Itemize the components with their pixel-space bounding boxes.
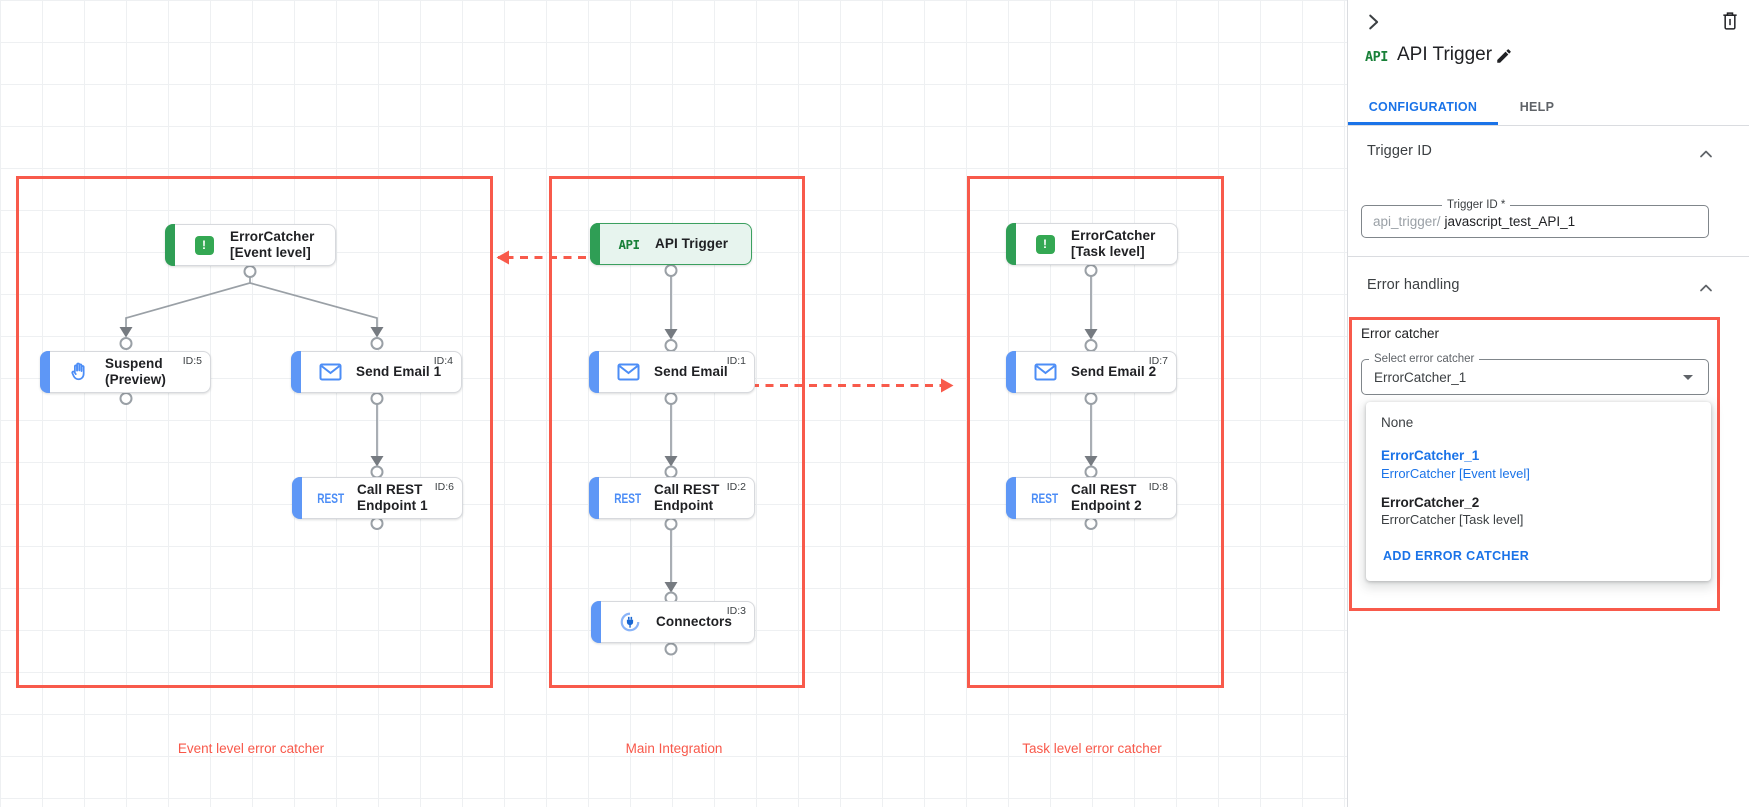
- node-send-email-1[interactable]: Send Email 1 ID:4: [291, 351, 462, 393]
- error-catcher-label: Error catcher: [1361, 326, 1440, 341]
- collapse-trigger-id-icon[interactable]: [1696, 144, 1716, 164]
- node-label: API Trigger: [655, 236, 729, 252]
- task-id-badge: ID:2: [726, 481, 746, 493]
- menu-option-errorcatcher-1-desc[interactable]: ErrorCatcher [Event level]: [1381, 466, 1530, 481]
- node-label: Send Email 1: [356, 364, 442, 380]
- trigger-id-input-label: Trigger ID *: [1442, 199, 1511, 211]
- email-icon: [1030, 363, 1060, 381]
- email-icon: [315, 363, 345, 381]
- node-send-email-2[interactable]: Send Email 2 ID:7: [1006, 351, 1177, 393]
- workflow-canvas[interactable]: ! ErrorCatcher[Event level] Suspend(Prev…: [0, 0, 1348, 807]
- group-label-event-level: Event level error catcher: [177, 741, 325, 756]
- dropdown-caret-icon: [1683, 375, 1693, 380]
- connector-icon: [615, 611, 645, 633]
- node-accent-bar: [1006, 223, 1016, 265]
- email-icon: [613, 363, 643, 381]
- api-trigger-type-icon: API: [1365, 49, 1388, 65]
- trigger-id-input[interactable]: Trigger ID * api_trigger/ javascript_tes…: [1361, 199, 1709, 238]
- error-catcher-icon: !: [189, 235, 219, 255]
- node-label: Connectors: [656, 614, 733, 630]
- rest-icon: REST: [1031, 490, 1059, 506]
- node-accent-bar: [292, 477, 302, 519]
- tab-configuration[interactable]: CONFIGURATION: [1368, 99, 1478, 114]
- node-accent-bar: [1006, 351, 1016, 393]
- node-error-catcher-event[interactable]: ! ErrorCatcher[Event level]: [165, 224, 336, 266]
- hand-icon: [64, 361, 94, 383]
- node-accent-bar: [589, 351, 599, 393]
- node-label: Send Email: [654, 364, 728, 380]
- node-label: Send Email 2: [1071, 364, 1157, 380]
- error-catcher-highlight-box: [1349, 317, 1720, 611]
- add-error-catcher-button[interactable]: ADD ERROR CATCHER: [1383, 549, 1530, 563]
- collapse-error-handling-icon[interactable]: [1696, 278, 1716, 298]
- tabs-divider: [1348, 125, 1749, 126]
- node-accent-bar: [291, 351, 301, 393]
- event-level-group-box: [16, 176, 493, 688]
- node-send-email[interactable]: Send Email ID:1: [589, 351, 755, 393]
- node-label: Suspend(Preview): [105, 356, 166, 387]
- select-error-catcher-label: Select error catcher: [1369, 353, 1480, 365]
- group-label-task-level: Task level error catcher: [1022, 741, 1162, 756]
- trigger-id-prefix: api_trigger/: [1373, 214, 1441, 229]
- node-api-trigger[interactable]: API API Trigger: [590, 223, 752, 265]
- node-label: ErrorCatcher[Event level]: [230, 229, 315, 260]
- node-error-catcher-task[interactable]: ! ErrorCatcher[Task level]: [1006, 223, 1178, 265]
- menu-option-none[interactable]: None: [1381, 415, 1414, 430]
- node-accent-bar: [590, 223, 600, 265]
- delete-trigger-icon[interactable]: [1720, 10, 1740, 32]
- error-catcher-icon: !: [1030, 234, 1060, 254]
- node-suspend[interactable]: Suspend(Preview) ID:5: [40, 351, 211, 393]
- panel-title: API Trigger: [1397, 44, 1493, 65]
- task-id-badge: ID:1: [726, 355, 746, 367]
- node-accent-bar: [589, 477, 599, 519]
- task-id-badge: ID:7: [1148, 355, 1168, 367]
- task-id-badge: ID:8: [1148, 481, 1168, 493]
- error-handling-section-heading: Error handling: [1367, 277, 1460, 293]
- menu-option-errorcatcher-1[interactable]: ErrorCatcher_1: [1381, 448, 1480, 463]
- node-connectors[interactable]: Connectors ID:3: [591, 601, 755, 643]
- menu-option-errorcatcher-2-desc[interactable]: ErrorCatcher [Task level]: [1381, 512, 1524, 527]
- trigger-id-value: javascript_test_API_1: [1444, 214, 1576, 229]
- task-id-badge: ID:4: [433, 355, 453, 367]
- select-error-catcher-value: ErrorCatcher_1: [1374, 369, 1467, 385]
- menu-option-errorcatcher-2[interactable]: ErrorCatcher_2: [1381, 495, 1480, 510]
- tab-help[interactable]: HELP: [1519, 99, 1555, 114]
- group-label-main-integration: Main Integration: [625, 741, 723, 756]
- rest-icon: REST: [614, 490, 642, 506]
- task-level-group-box: [967, 176, 1224, 688]
- active-tab-underline: [1348, 122, 1498, 125]
- node-label: ErrorCatcher[Task level]: [1071, 228, 1156, 259]
- config-side-panel: API API Trigger CONFIGURATION HELP Trigg…: [1347, 0, 1749, 807]
- rest-icon: REST: [317, 490, 345, 506]
- main-integration-group-box: [549, 176, 805, 688]
- task-id-badge: ID:5: [182, 355, 202, 367]
- edit-title-pencil-icon[interactable]: [1495, 47, 1513, 65]
- section-divider: [1348, 256, 1749, 257]
- node-accent-bar: [1006, 477, 1016, 519]
- select-error-catcher[interactable]: Select error catcher ErrorCatcher_1: [1361, 353, 1709, 395]
- node-accent-bar: [591, 601, 601, 643]
- collapse-panel-icon[interactable]: [1362, 11, 1384, 33]
- error-catcher-dropdown-menu: None ErrorCatcher_1 ErrorCatcher [Event …: [1366, 402, 1711, 581]
- api-trigger-icon: API: [618, 236, 640, 252]
- trigger-id-section-heading: Trigger ID: [1367, 143, 1432, 159]
- node-accent-bar: [40, 351, 50, 393]
- task-id-badge: ID:3: [726, 605, 746, 617]
- node-accent-bar: [165, 224, 175, 266]
- task-id-badge: ID:6: [434, 481, 454, 493]
